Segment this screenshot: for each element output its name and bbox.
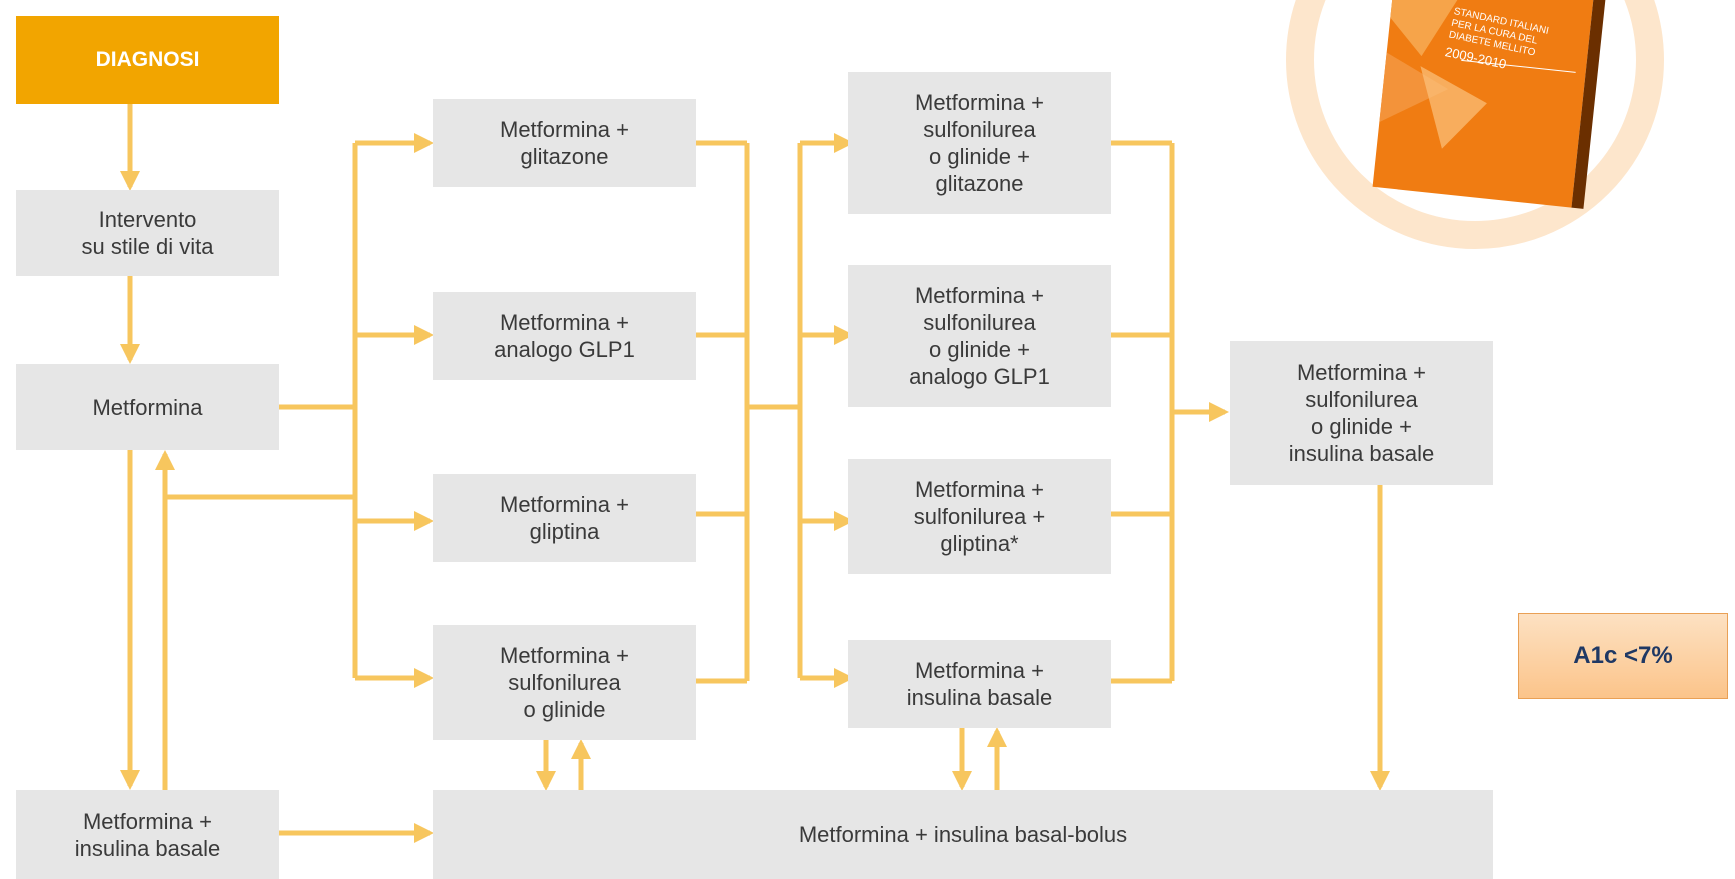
node-metformina-basal-bolus: Metformina + insulina basal-bolus: [433, 790, 1493, 879]
a1c-target-badge: A1c <7%: [1518, 613, 1728, 699]
node-metformina-glitazone: Metformina + glitazone: [433, 99, 696, 187]
node-triple-insulina-basale: Metformina + sulfonilurea o glinide + in…: [1230, 341, 1493, 485]
node-intervento-stile-di-vita: Intervento su stile di vita: [16, 190, 279, 276]
node-metformina: Metformina: [16, 364, 279, 450]
book-cover-image: [1286, 0, 1664, 249]
guideline-book-cover: STANDARD ITALIANI PER LA CURA DEL DIABET…: [1285, 0, 1670, 250]
node-triple-analogo-glp1: Metformina + sulfonilurea o glinide + an…: [848, 265, 1111, 407]
node-metformina-analogo-glp1: Metformina + analogo GLP1: [433, 292, 696, 380]
node-metformina-insulina-basale-2: Metformina + insulina basale: [848, 640, 1111, 728]
node-metformina-sulfonilurea: Metformina + sulfonilurea o glinide: [433, 625, 696, 740]
node-triple-glitazone: Metformina + sulfonilurea o glinide + gl…: [848, 72, 1111, 214]
node-metformina-insulina-basale: Metformina + insulina basale: [16, 790, 279, 879]
diagnosi-box: DIAGNOSI: [16, 16, 279, 104]
node-triple-gliptina: Metformina + sulfonilurea + gliptina*: [848, 459, 1111, 574]
node-metformina-gliptina: Metformina + gliptina: [433, 474, 696, 562]
